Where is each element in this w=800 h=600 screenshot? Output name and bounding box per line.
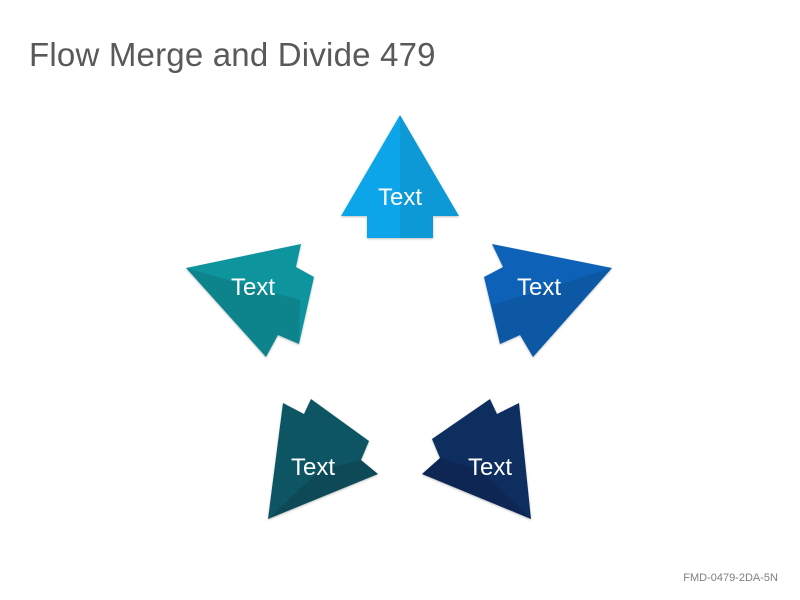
arrow-4-facet	[268, 460, 378, 519]
arrow-4[interactable]: Text	[268, 399, 378, 519]
arrow-3-label: Text	[468, 454, 512, 481]
page-title: Flow Merge and Divide 479	[29, 36, 436, 73]
arrow-3[interactable]: Text	[422, 399, 531, 519]
footer-code: FMD-0479-2DA-5N	[683, 572, 778, 584]
arrow-3-facet	[422, 458, 531, 519]
arrow-5-facet	[186, 268, 300, 357]
arrow-4-shape	[268, 399, 378, 519]
arrow-1-label: Text	[378, 184, 422, 211]
arrow-4-label: Text	[291, 454, 335, 481]
arrow-5[interactable]: Text	[186, 244, 314, 357]
arrow-2[interactable]: Text	[484, 244, 612, 357]
arrow-2-label: Text	[517, 274, 561, 301]
arrow-3-shape	[422, 399, 531, 519]
arrow-5-label: Text	[231, 274, 275, 301]
arrow-1[interactable]: Text	[341, 115, 459, 238]
arrow-1-facet	[400, 115, 459, 238]
arrow-2-facet	[492, 268, 612, 357]
